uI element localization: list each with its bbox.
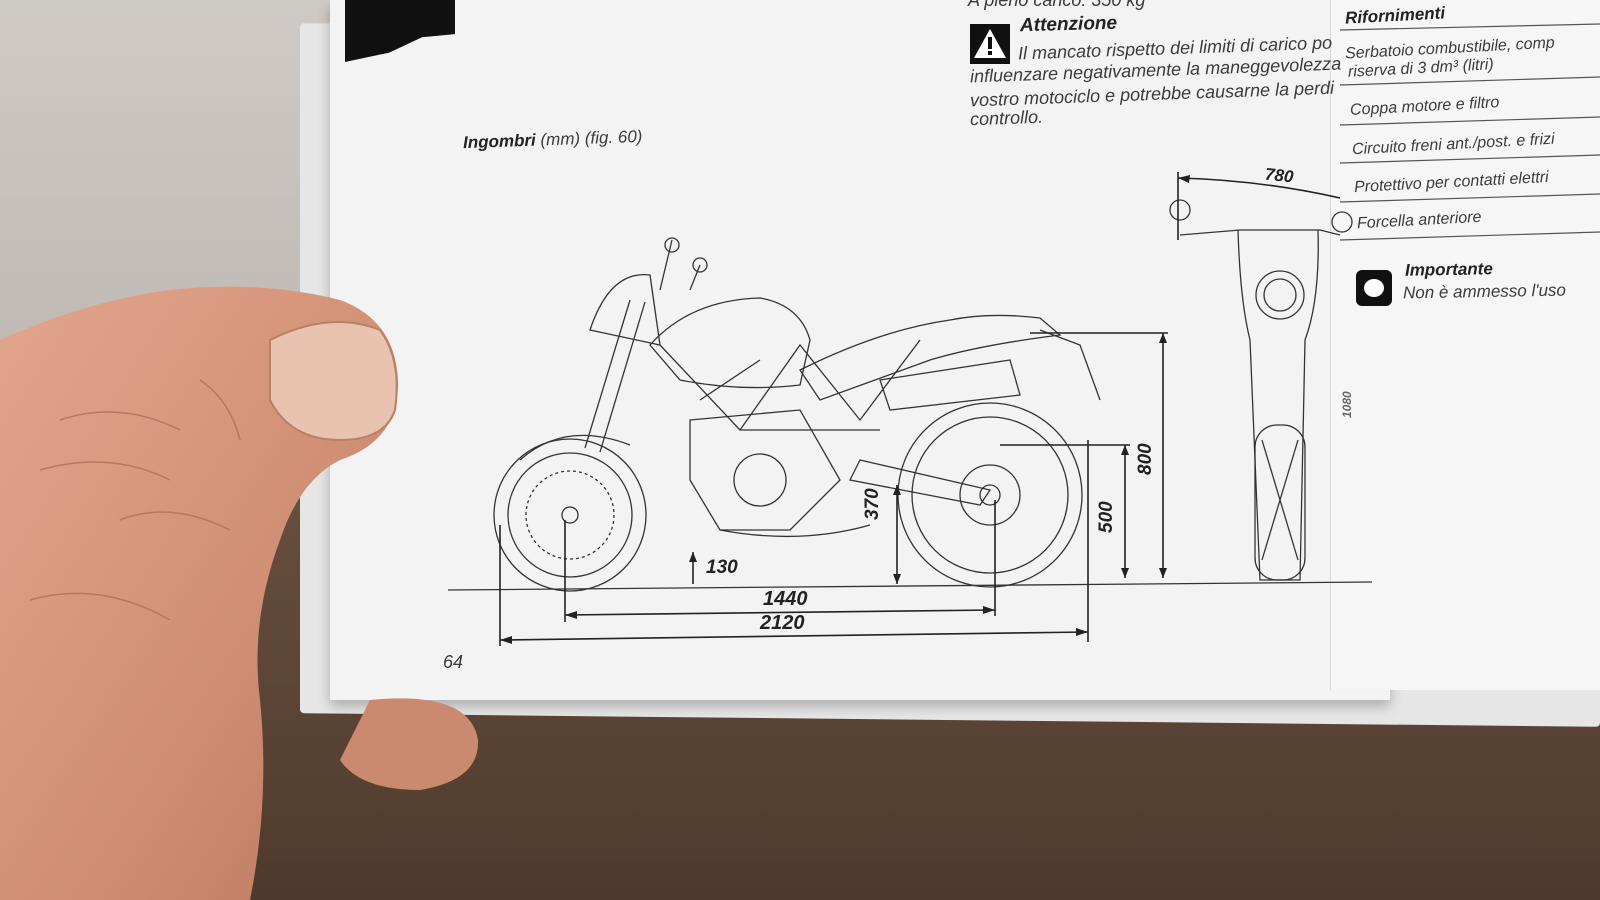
- important-title: Importante: [1404, 259, 1493, 280]
- dim-label-1440: 1440: [763, 588, 808, 610]
- dim-label-370: 370: [862, 488, 883, 520]
- dim-label-130: 130: [706, 557, 738, 578]
- important-icon: [1356, 270, 1392, 306]
- important-text: Non è ammesso l'uso: [1402, 280, 1567, 303]
- dim-label-1080: 1080: [1340, 391, 1354, 418]
- finger-under-book: [340, 698, 479, 790]
- thumbnail: [269, 321, 398, 442]
- dim-label-500: 500: [1096, 501, 1117, 533]
- hand-palm: [0, 286, 399, 900]
- page-number: 64: [443, 652, 464, 672]
- dim-label-2120: 2120: [760, 612, 805, 634]
- front-headlight: [1255, 270, 1305, 320]
- ground-line: [447, 581, 1373, 591]
- front-wheel: [493, 438, 647, 592]
- refuelling-table-lines: [1339, 23, 1600, 241]
- hand: [0, 286, 479, 900]
- top-cut-line: A pieno carico: 350 kg: [968, 0, 1146, 10]
- fuel-tank: [649, 297, 811, 389]
- dim-label-800: 800: [1135, 443, 1156, 475]
- engine: [689, 409, 841, 531]
- right-page: [1330, 0, 1600, 690]
- warning-triangle-icon: [970, 24, 1010, 64]
- dim-label-780: 780: [1264, 164, 1295, 187]
